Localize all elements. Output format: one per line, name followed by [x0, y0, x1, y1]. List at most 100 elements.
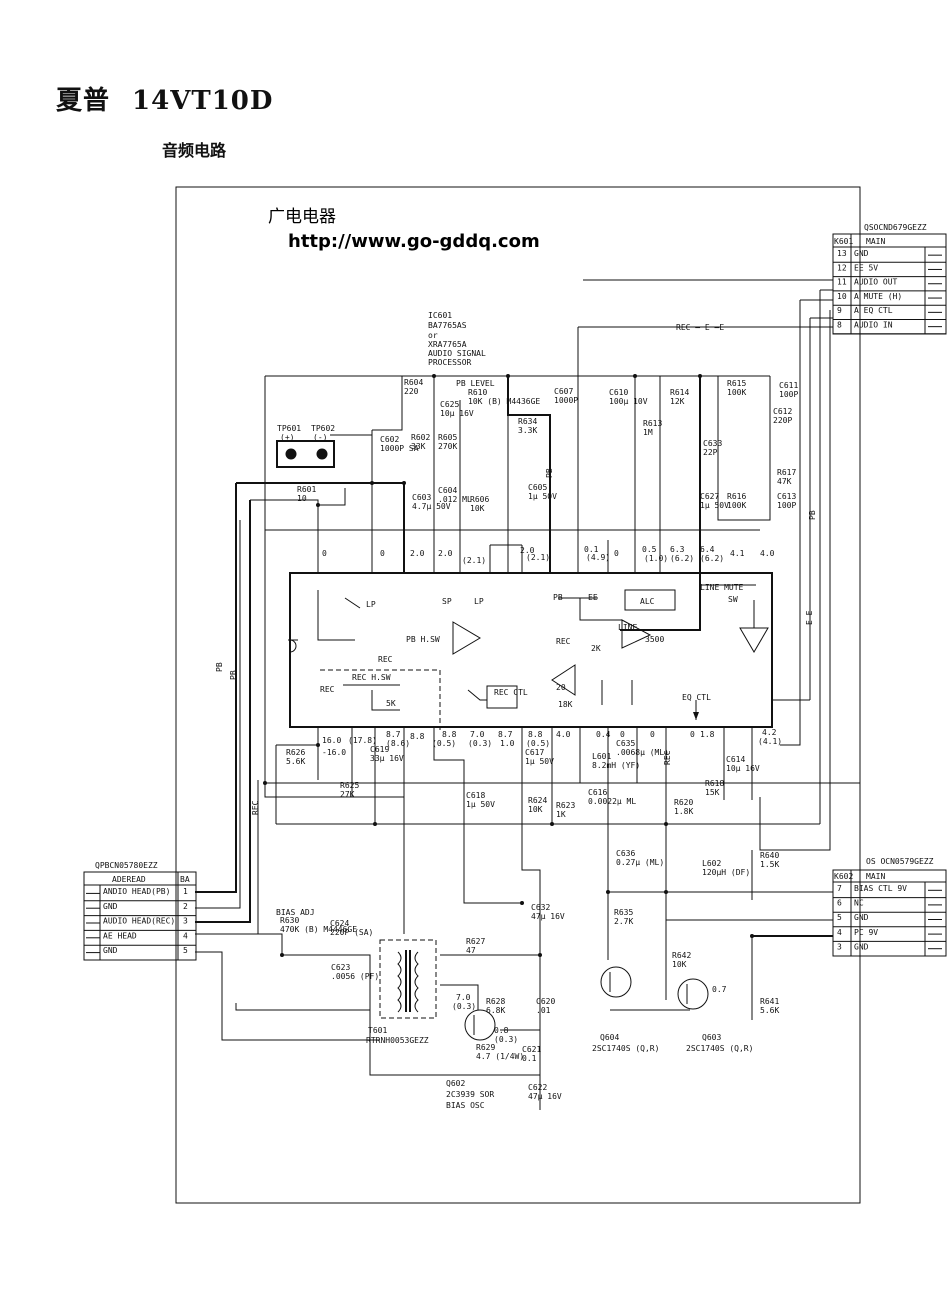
junctions — [263, 374, 754, 957]
pin-voltage-bottom: (17.8) — [348, 736, 377, 745]
left-connector-pin-2-label: GND — [103, 902, 118, 911]
pin-voltage-bottom: 8.8 — [442, 730, 457, 739]
pin-voltage-top: 2.0 — [410, 549, 425, 558]
ic-block-label: REC H.SW — [352, 673, 391, 682]
component-value-c610: 100μ 10V — [609, 397, 648, 406]
k602-title: MAIN — [866, 872, 885, 881]
component-value-r618: 15K — [705, 788, 720, 797]
k601-pin-8-label: AUDIO IN — [854, 321, 893, 330]
component-value-c619: 33μ 16V — [370, 754, 404, 763]
component-ref-c602: C602 — [380, 435, 399, 444]
pin-voltage-bottom: (4.1) — [758, 737, 782, 746]
ic-block-label: LP — [474, 597, 484, 606]
component-value-r642: 10K — [672, 960, 687, 969]
component-ref-l602: L602 — [702, 859, 721, 868]
component-ref-c623: C623 — [331, 963, 350, 972]
pin-voltage-bottom: 4.2 — [762, 728, 777, 737]
ic-block-label: REC CTL — [494, 688, 528, 697]
ic-block-label: 3500 — [645, 635, 664, 644]
transformer-t601 — [379, 939, 437, 1019]
component-ref-c612: C612 — [773, 407, 792, 416]
label-pb-right: PB — [808, 510, 817, 520]
component-value-r617: 47K — [777, 477, 792, 486]
component-value-r610: 10K (B) M4436GE — [468, 397, 540, 406]
q602-voltage-4: (0.3) — [494, 1035, 518, 1044]
ic-internals — [288, 584, 769, 730]
k602-pin-6-label: NC — [854, 899, 864, 908]
component-ref-c633: C633 — [703, 439, 722, 448]
component-ref-r627: R627 — [466, 937, 485, 946]
component-value-c636: 0.27μ (ML) — [616, 858, 664, 867]
pin-voltage-top: 4.0 — [760, 549, 775, 558]
pin-voltage-bottom: 0.4 — [596, 730, 611, 739]
component-value-c611: 100P — [779, 390, 798, 399]
pin-voltage-bottom: (0.5) — [526, 739, 550, 748]
component-value-r602: 33K — [411, 442, 426, 451]
ic-block-label: ALC — [640, 597, 655, 606]
k602-pin-4-number: 4 — [837, 928, 842, 937]
component-ref-r601: R601 — [297, 485, 316, 494]
component-ref-c632: C632 — [531, 903, 550, 912]
ic-block-label: LINE MUTE — [700, 583, 744, 592]
pin-voltage-bottom: 16.0 — [322, 736, 341, 745]
k601-pin-10-number: 10 — [837, 292, 847, 301]
component-ref-r620: R620 — [674, 798, 693, 807]
ic-ref: IC601 — [428, 311, 452, 320]
k602-pin-7-label: BIAS CTL 9V — [854, 884, 907, 893]
component-value-c613: 100P — [777, 501, 796, 510]
k601-pin-11-label: AUDIO OUT — [854, 278, 898, 287]
k601-pin-13-number: 13 — [837, 249, 847, 258]
component-ref-c617: C617 — [525, 748, 544, 757]
component-value-r625: 27K — [340, 790, 355, 799]
component-value-r628: 6.8K — [486, 1006, 505, 1015]
component-value-c617: 1μ 50V — [525, 757, 554, 766]
label-tp602: TP602 — [311, 424, 335, 433]
ic-block-label: 5K — [386, 699, 396, 708]
k602-pin-5-label: GND — [854, 913, 869, 922]
model-title: 14VT10D — [132, 86, 274, 116]
component-value-c618: 1μ 50V — [466, 800, 495, 809]
component-ref-r628: R628 — [486, 997, 505, 1006]
test-point-tp602 — [316, 448, 328, 460]
k601-pin-9-label: A EQ CTL — [854, 306, 893, 315]
component-ref-c605: C605 — [528, 483, 547, 492]
ic-or: or — [428, 331, 438, 340]
q602-ref: Q602 — [446, 1079, 465, 1088]
label-ee-right: E—E — [805, 610, 814, 625]
component-ref-r602: R602 — [411, 433, 430, 442]
k602-pin-4-label: PC 9V — [854, 928, 878, 937]
component-ref-c620: C620 — [536, 997, 555, 1006]
q602-voltage-2: (0.3) — [452, 1002, 476, 1011]
k601-ref: K601 — [834, 237, 853, 246]
component-value-c605: 1μ 50V — [528, 492, 557, 501]
component-ref-r641: R641 — [760, 997, 779, 1006]
pin-voltage-bottom: 8.8 — [410, 732, 425, 741]
label-tp601: TP601 — [277, 424, 301, 433]
pin-voltage-top: (2.1) — [462, 556, 486, 565]
pin-voltage-top: 0 — [380, 549, 385, 558]
component-ref-r610: R610 — [468, 388, 487, 397]
pin-voltage-top: 6.3 — [670, 545, 685, 554]
component-ref-r642: R642 — [672, 951, 691, 960]
component-value-l602: 120μH (DF) — [702, 868, 750, 877]
component-value-r635: 2.7K — [614, 917, 633, 926]
pin-voltage-bottom: 8.8 — [528, 730, 543, 739]
ic601-body — [289, 572, 773, 728]
component-ref-c603: C603 — [412, 493, 431, 502]
transformer-secondary — [414, 951, 419, 1013]
component-value-c625: 10μ 16V — [440, 409, 474, 418]
component-value-r641: 5.6K — [760, 1006, 779, 1015]
pin-voltage-bottom: 7.0 — [470, 730, 485, 739]
ic-block-label: REC — [320, 685, 335, 694]
pin-voltage-bottom: 0 — [620, 730, 625, 739]
component-ref-r630: R630 — [280, 916, 299, 925]
component-ref-r624: R624 — [528, 796, 547, 805]
pin-voltage-top: (6.2) — [700, 554, 724, 563]
q602-voltage-1: 7.0 — [456, 993, 471, 1002]
component-ref-r629: R629 — [476, 1043, 495, 1052]
pin-voltage-bottom: 8.7 — [498, 730, 513, 739]
component-ref-c619: C619 — [370, 745, 389, 754]
left-connector-pin-3-label: AUDIO HEAD(REC) — [103, 917, 175, 926]
